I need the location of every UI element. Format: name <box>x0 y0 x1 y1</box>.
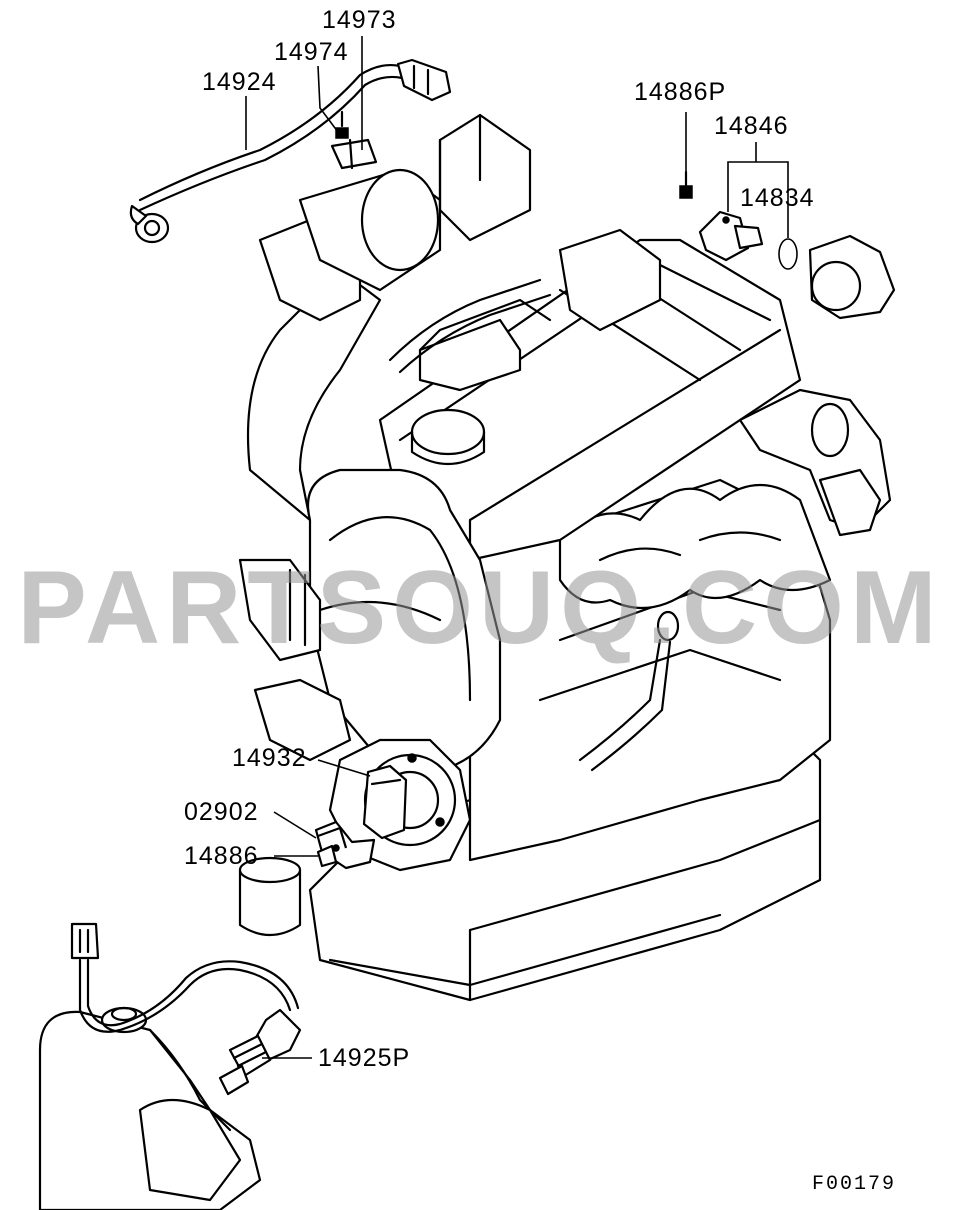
part-label-14932[interactable]: 14932 <box>232 744 307 772</box>
part-label-14925P[interactable]: 14925P <box>318 1044 411 1072</box>
engine-assembly <box>238 113 892 1002</box>
part-label-14924[interactable]: 14924 <box>202 68 277 96</box>
oxygen-sensor-14925P <box>38 922 302 1210</box>
harness-14924 <box>129 58 452 244</box>
leader-lines <box>245 36 789 1059</box>
crank-sensor-14932 <box>314 764 408 870</box>
clip-14973-bolt-14974 <box>330 110 378 170</box>
part-label-14846[interactable]: 14846 <box>714 112 789 140</box>
figure-code: F00179 <box>812 1173 897 1196</box>
part-label-14886[interactable]: 14886 <box>184 842 259 870</box>
part-label-14973[interactable]: 14973 <box>322 6 397 34</box>
part-label-14834[interactable]: 14834 <box>740 184 815 212</box>
part-label-02902[interactable]: 02902 <box>184 798 259 826</box>
part-label-14974[interactable]: 14974 <box>274 38 349 66</box>
cam-sensor-14846 <box>679 170 896 320</box>
part-label-14886P[interactable]: 14886P <box>634 78 727 106</box>
